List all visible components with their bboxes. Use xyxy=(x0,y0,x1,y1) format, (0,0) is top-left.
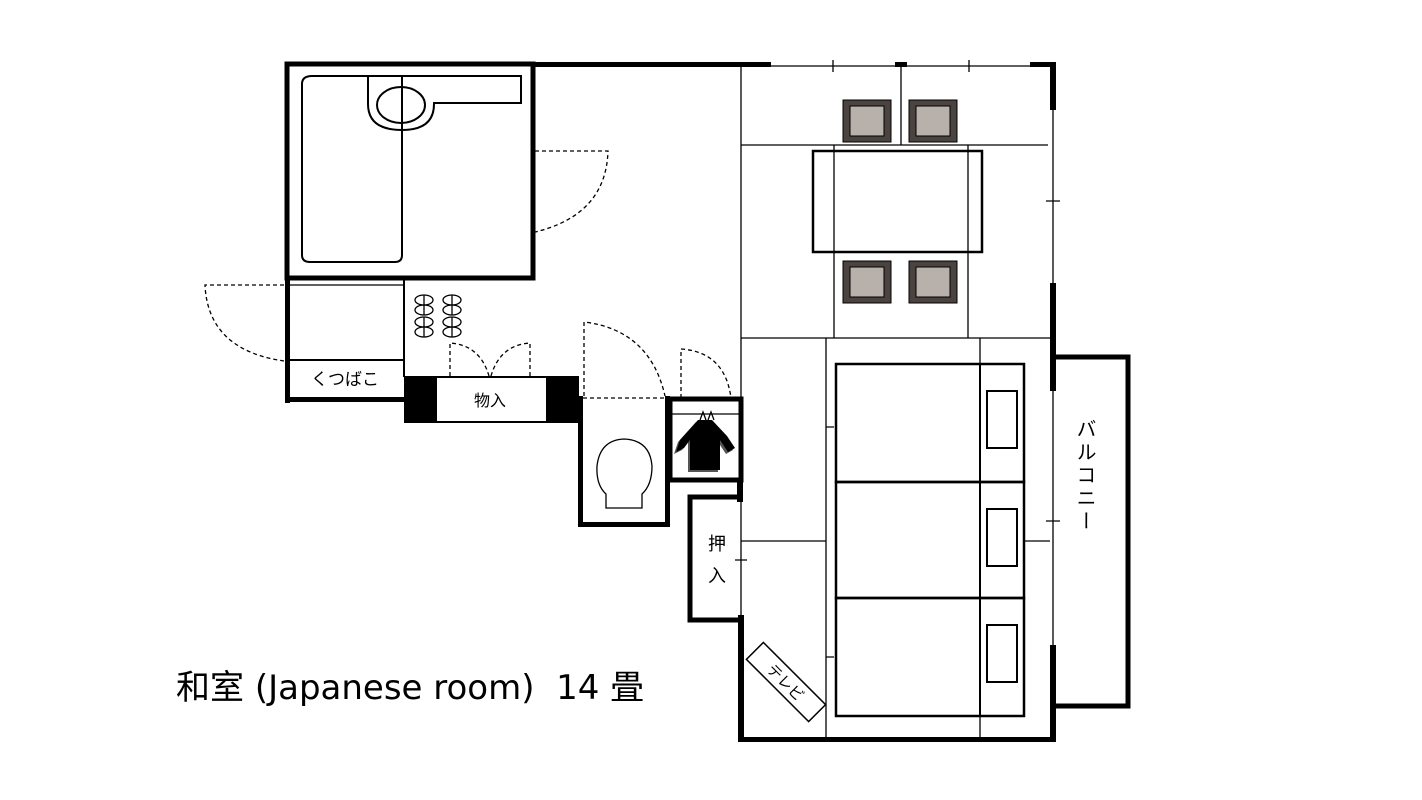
dining-chair xyxy=(842,99,892,143)
room-title: 和室 (Japanese room) 14 畳 xyxy=(176,660,644,709)
svg-text:バルコニー: バルコニー xyxy=(1073,419,1097,534)
pillow xyxy=(986,390,1018,449)
toilet-door xyxy=(583,321,666,397)
japanese-room: テレビ xyxy=(735,60,1060,742)
balcony-label: バルコニー xyxy=(1073,419,1097,534)
balcony: バルコニー xyxy=(1055,354,1131,709)
entrance-door xyxy=(204,284,285,362)
wardrobe-door xyxy=(680,348,732,399)
sink-counter xyxy=(367,75,522,132)
dining-chair xyxy=(842,260,892,304)
title-en: (Japanese room) xyxy=(254,668,535,708)
storage: 物入 xyxy=(404,376,579,423)
toilet-room xyxy=(578,396,670,527)
title-jp: 和室 xyxy=(176,668,244,708)
wardrobe xyxy=(667,396,744,483)
pillow xyxy=(986,624,1018,683)
futon xyxy=(834,480,1026,600)
closet: 押 入 xyxy=(687,480,743,623)
entrance: くつばこ xyxy=(285,278,405,403)
closet-label-1: 押 xyxy=(708,534,726,555)
toilet-icon xyxy=(596,438,653,509)
bathroom xyxy=(284,61,536,281)
futon xyxy=(834,362,1026,484)
dining-table xyxy=(811,149,984,254)
title-size: 14 畳 xyxy=(556,668,645,708)
washbasin xyxy=(376,86,426,124)
shoe-cabinet-label: くつばこ xyxy=(311,370,379,390)
storage-door-left xyxy=(449,342,490,377)
futon xyxy=(834,596,1026,718)
dining-chair xyxy=(908,99,958,143)
closet-label-2: 入 xyxy=(708,566,726,587)
stove-icon xyxy=(414,294,462,338)
pillow xyxy=(986,508,1018,567)
clothes-hanger-icon xyxy=(674,410,735,472)
storage-label: 物入 xyxy=(474,391,506,410)
storage-door-right xyxy=(490,342,531,377)
bathroom-door xyxy=(534,150,609,233)
dining-chair xyxy=(908,260,958,304)
tv: テレビ xyxy=(745,641,827,723)
bathtub xyxy=(301,75,403,263)
